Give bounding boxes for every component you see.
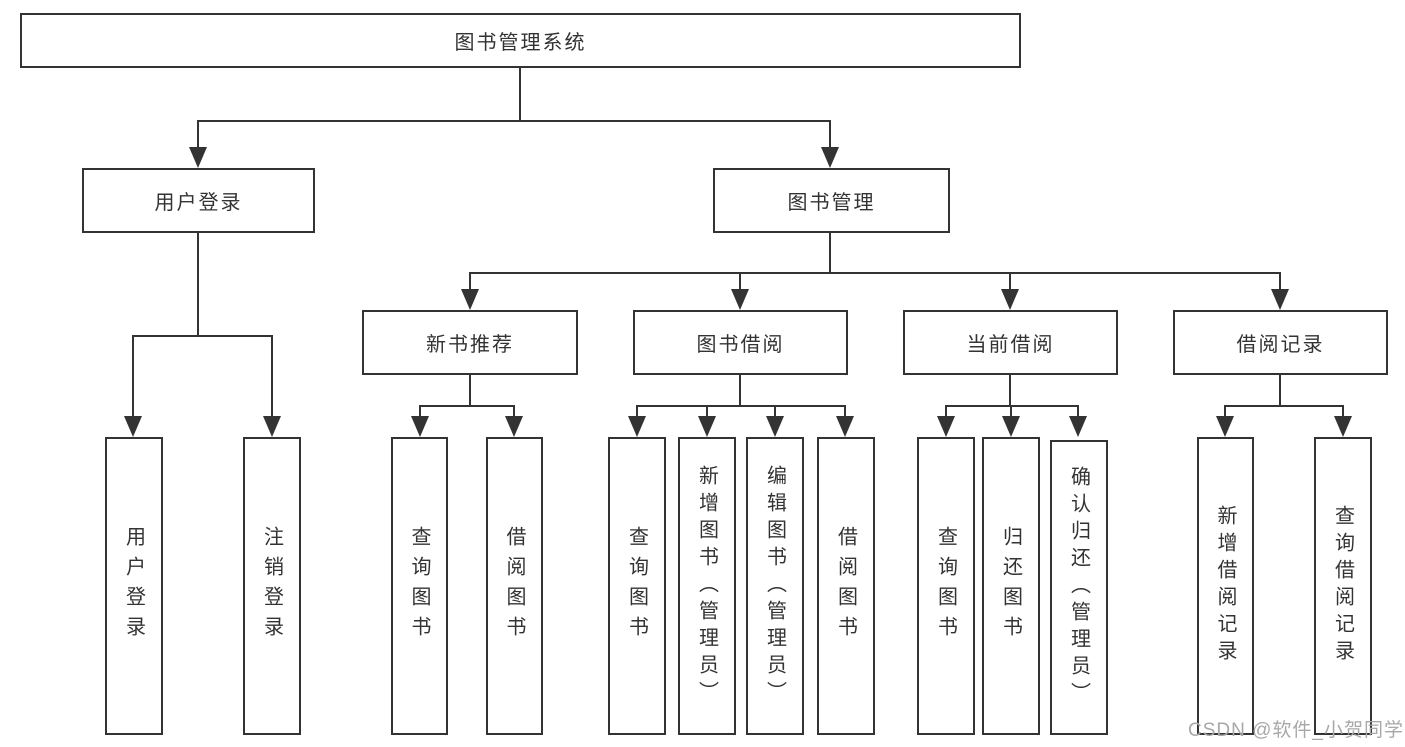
connector-line [1342, 405, 1344, 418]
arrow-down-icon [1334, 416, 1352, 437]
connector-line [132, 335, 273, 337]
leaf-confirm-return-admin: 确认归还（管理员） [1050, 440, 1108, 735]
arrow-down-icon [628, 416, 646, 437]
connector-line [739, 375, 741, 406]
leaf-add-borrow-record: 新增借阅记录 [1197, 437, 1254, 735]
connector-line [197, 120, 831, 122]
connector-line [419, 405, 421, 418]
connector-line [1009, 375, 1011, 406]
connector-line [636, 405, 638, 418]
connector-line [829, 233, 831, 273]
node-book-management: 图书管理 [713, 168, 950, 233]
connector-line [829, 120, 831, 150]
arrow-down-icon [766, 416, 784, 437]
node-current-borrow: 当前借阅 [903, 310, 1118, 375]
leaf-add-book-admin: 新增图书（管理员） [678, 437, 736, 735]
arrow-down-icon [698, 416, 716, 437]
node-user-login: 用户登录 [82, 168, 315, 233]
arrow-down-icon [1001, 289, 1019, 310]
connector-line [513, 405, 515, 418]
node-root: 图书管理系统 [20, 13, 1021, 68]
arrow-down-icon [1271, 289, 1289, 310]
leaf-return-book: 归还图书 [982, 437, 1040, 735]
leaf-edit-book-admin: 编辑图书（管理员） [746, 437, 804, 735]
connector-line [945, 405, 947, 418]
connector-line [1077, 405, 1079, 418]
connector-line [469, 375, 471, 406]
connector-line [1224, 405, 1226, 418]
connector-line [739, 272, 741, 292]
connector-line [1279, 375, 1281, 406]
connector-line [1010, 405, 1012, 418]
connector-line [844, 405, 846, 418]
leaf-query-book: 查询图书 [391, 437, 448, 735]
arrow-down-icon [1216, 416, 1234, 437]
node-book-borrow: 图书借阅 [633, 310, 848, 375]
connector-line [197, 233, 199, 336]
arrow-down-icon [124, 416, 142, 437]
connector-line [706, 405, 708, 418]
connector-line [774, 405, 776, 418]
leaf-query-book: 查询图书 [608, 437, 666, 735]
arrow-down-icon [836, 416, 854, 437]
connector-line [271, 335, 273, 417]
node-borrow-record: 借阅记录 [1173, 310, 1388, 375]
leaf-query-book: 查询图书 [917, 437, 975, 735]
connector-line [1224, 405, 1344, 407]
arrow-down-icon [461, 289, 479, 310]
arrow-down-icon [189, 147, 207, 168]
connector-line [945, 405, 1079, 407]
arrow-down-icon [1002, 416, 1020, 437]
node-new-book-recommend: 新书推荐 [362, 310, 578, 375]
connector-line [519, 68, 521, 121]
connector-line [1009, 272, 1011, 292]
arrow-down-icon [1069, 416, 1087, 437]
csdn-watermark: CSDN @软件_小贺同学 [1188, 720, 1404, 741]
connector-line [132, 335, 134, 417]
arrow-down-icon [821, 147, 839, 168]
leaf-user-login: 用户登录 [105, 437, 163, 735]
connector-line [419, 405, 515, 407]
connector-line [469, 272, 471, 292]
leaf-borrow-book: 借阅图书 [817, 437, 875, 735]
arrow-down-icon [411, 416, 429, 437]
connector-line [469, 272, 1281, 274]
leaf-logout: 注销登录 [243, 437, 301, 735]
connector-line [636, 405, 846, 407]
leaf-query-borrow-record: 查询借阅记录 [1314, 437, 1372, 735]
arrow-down-icon [505, 416, 523, 437]
arrow-down-icon [263, 416, 281, 437]
connector-line [197, 120, 199, 150]
arrow-down-icon [937, 416, 955, 437]
connector-line [1279, 272, 1281, 292]
arrow-down-icon [731, 289, 749, 310]
leaf-borrow-book: 借阅图书 [486, 437, 543, 735]
